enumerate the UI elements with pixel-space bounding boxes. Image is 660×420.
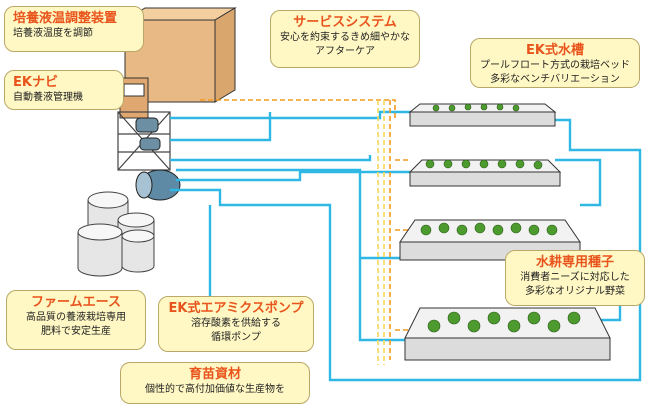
callout-desc: 多彩なベンチバリエーション [490,74,620,85]
callout-desc: 高品質の養液栽培専用 [26,312,126,323]
callout-title: 培養液温調整装置 [13,11,118,26]
callout-seeds: 水耕専用種子 消費者ニーズに対応した 多彩なオリジナル野菜 [505,250,645,306]
pump-motors [135,117,161,151]
callout-desc: 培養液温度を調節 [13,28,93,39]
callout-desc: 溶存酸素を供給する [191,318,281,329]
callout-ek-tank: EK式水槽 プールフロート方式の栽培ベッド 多彩なベンチバリエーション [470,38,640,88]
callout-title: EK式水槽 [526,43,584,58]
callout-farm-ace: ファームエース 高品質の養液栽培専用 肥料で安定生産 [6,290,146,350]
callout-desc: 自動養液管理機 [13,92,83,103]
air-mix-pump [135,169,181,201]
callout-title: EK式エアミクスポンプ [168,301,304,316]
callout-desc: アフターケア [315,46,375,57]
callout-seedling-materials: 育苗資材 個性的で高付加価値な生産物を [120,362,310,404]
fertilizer-barrels [77,191,155,277]
ek-navi-device [119,77,149,119]
callout-title: サービスシステム [293,15,397,30]
callout-ek-navi: EKナビ 自動養液管理機 [4,70,124,110]
callout-desc: 安心を約束するきめ細やかな [280,32,410,43]
cultivation-tanks [399,103,611,361]
callout-title: EKナビ [13,75,58,90]
callout-desc: 肥料で安定生産 [41,326,111,337]
return-lines [377,100,385,365]
callout-desc: 循環ポンプ [211,332,261,343]
callout-title: ファームエース [31,295,121,310]
callout-desc: 消費者ニーズに対応した [520,272,630,283]
callout-service-system: サービスシステム 安心を約束するきめ細やかな アフターケア [270,10,420,68]
callout-desc: プールフロート方式の栽培ベッド [480,60,630,71]
nutrient-lines [200,99,410,360]
callout-title: 水耕専用種子 [535,255,614,270]
callout-desc: 個性的で高付加価値な生産物を [145,384,285,395]
water-pipes [170,110,642,382]
callout-desc: 多彩なオリジナル野菜 [525,286,625,297]
tank-plants [420,103,581,333]
callout-air-mix-pump: EK式エアミクスポンプ 溶存酸素を供給する 循環ポンプ [158,296,314,352]
callout-temperature-unit: 培養液温調整装置 培養液温度を調節 [4,6,144,52]
callout-title: 育苗資材 [188,367,241,382]
